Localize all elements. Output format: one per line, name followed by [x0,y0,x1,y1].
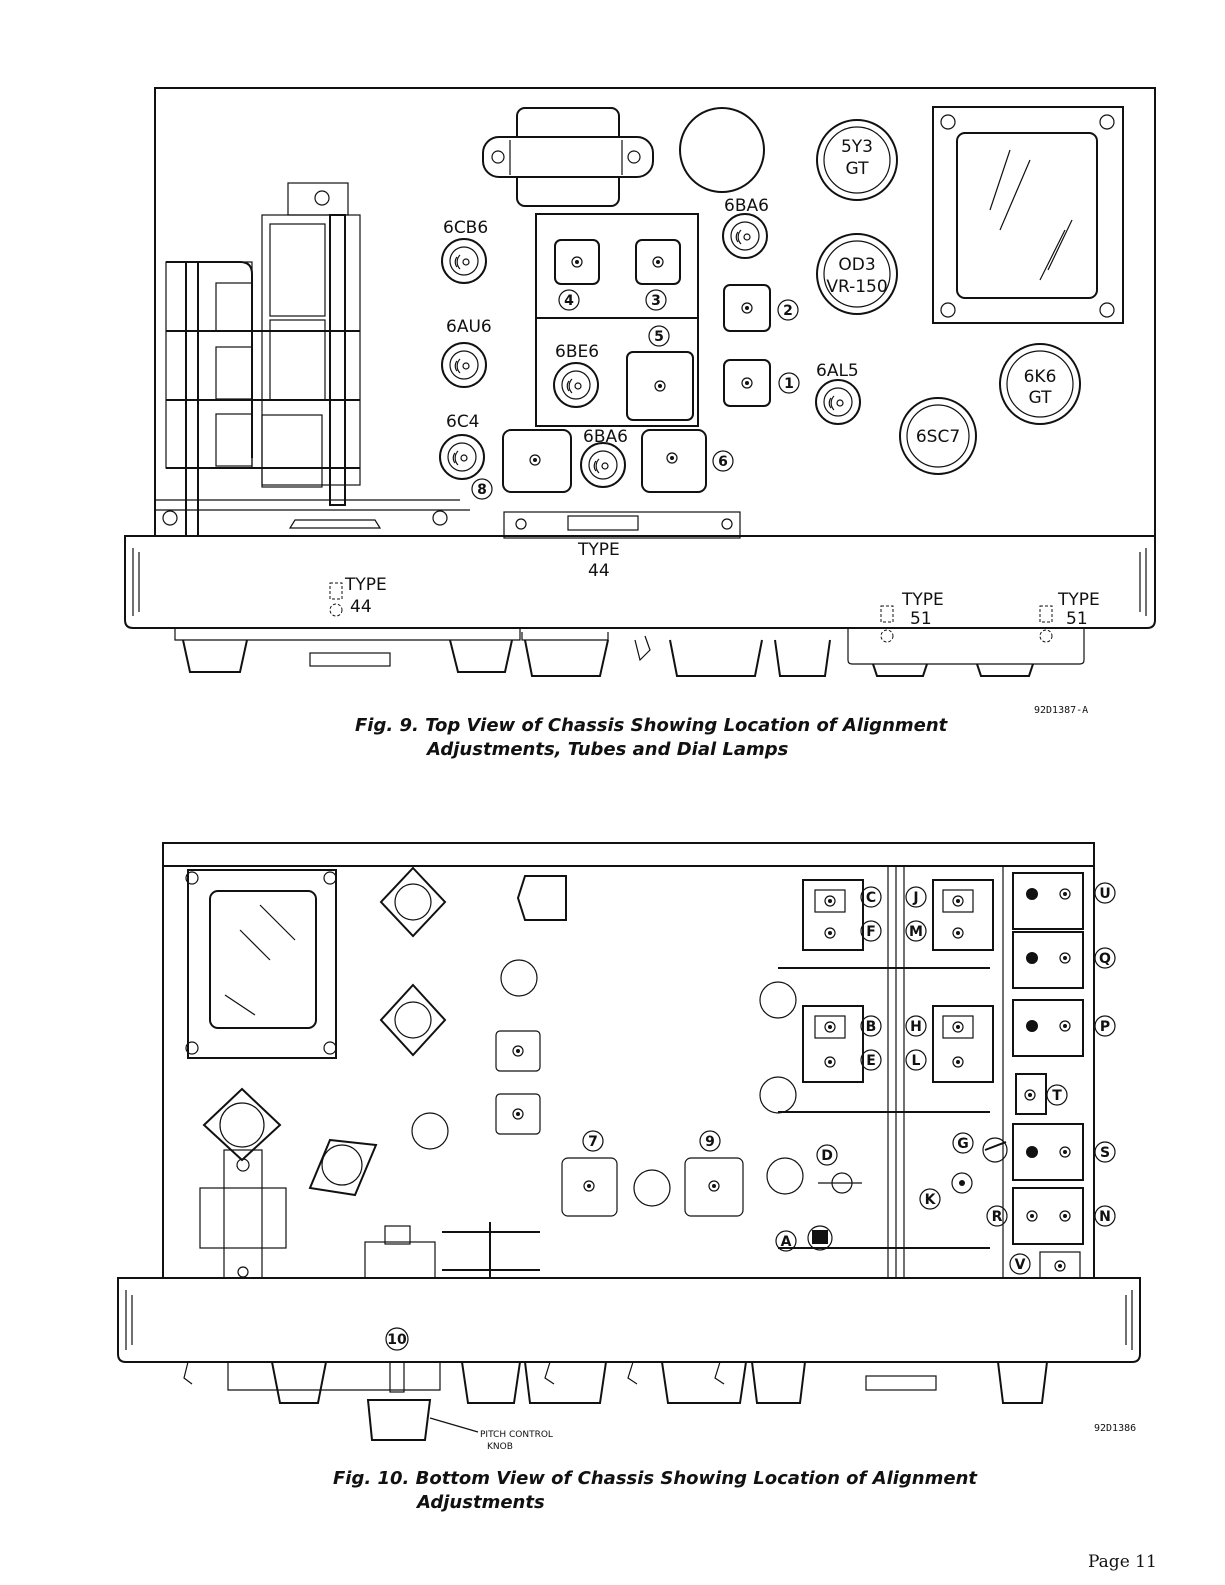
tube-6ba6-upper-icon [722,213,768,259]
tube-6cb6-icon [441,238,487,284]
adjustment-k: K [925,1192,937,1208]
adjustment-t: T [1052,1088,1062,1104]
adjustment-p: P [1100,1019,1110,1035]
label-6ba6-upper: 6BA6 [724,196,769,216]
adjustment-markers-fig9: 4 3 5 2 1 6 8 [471,289,800,500]
adjustment-r: R [992,1209,1003,1225]
adjustment-a: A [781,1234,792,1250]
adjustment-g: G [957,1136,969,1152]
adjustment-4: 4 [564,293,574,309]
adjustment-j: J [912,890,918,906]
page-number: Page 11 [1088,1552,1157,1572]
label-6ba6-lower: 6BA6 [583,427,628,447]
label-6al5: 6AL5 [816,361,859,381]
adjustment-markers-fig10: C F J M U Q B E H L P T D G S K R N A V … [385,882,1116,1351]
label-6be6: 6BE6 [555,342,599,362]
pitch-control-label-2: KNOB [487,1442,513,1452]
adjustment-c: C [866,890,876,906]
tuning-gang [155,182,470,536]
tube-6au6-icon [441,342,487,388]
figure-9-top-view: 6CB6 6BA6 6AU6 6BE6 6AL5 6C4 6BA6 5Y3 GT… [124,87,1156,677]
adjustment-b: B [866,1019,877,1035]
adjustment-1: 1 [784,376,794,392]
dial-lamps: TYPE 44 TYPE 44 TYPE 51 TYPE 51 [329,540,1100,643]
tube-6sc7-icon [899,397,977,475]
label-6cb6: 6CB6 [443,218,488,238]
adjustment-n: N [1099,1209,1111,1225]
tube-sockets-bottom [202,866,804,1217]
power-transformer-bottom [185,869,337,1059]
lamp-left-num: 44 [350,597,372,617]
label-6k6-gt: GT [1029,388,1053,408]
lamp-right1-type: TYPE [901,590,944,610]
label-6k6: 6K6 [1024,367,1057,387]
lamp-left-type: TYPE [344,575,387,595]
adjustment-h: H [910,1019,922,1035]
adjustment-10: 10 [387,1332,407,1348]
label-6au6: 6AU6 [446,317,492,337]
label-5y3: 5Y3 [841,137,873,157]
if-block [502,213,771,539]
adjustment-v: V [1015,1257,1026,1273]
adjustment-8: 8 [477,482,487,498]
figure-9-caption-line2: Adjustments, Tubes and Dial Lamps [427,739,789,760]
lamp-center-num: 44 [588,561,610,581]
figure-9-caption-line1: Fig. 9. Top View of Chassis Showing Loca… [355,715,948,736]
pitch-control-knob [366,1399,432,1441]
adjustment-f: F [866,924,876,940]
lamp-right1-num: 51 [910,609,932,629]
lamp-right2-num: 51 [1066,609,1088,629]
label-od3: OD3 [838,255,875,275]
power-transformer [482,107,654,207]
adjustment-7: 7 [588,1134,598,1150]
front-panel [124,535,1156,629]
tube-6be6-icon [553,362,599,408]
label-6sc7: 6SC7 [916,427,960,447]
lamp-center-type: TYPE [577,540,620,560]
tube-5y3gt-icon [816,119,898,201]
adjustment-q: Q [1099,951,1111,967]
coil-cans [778,866,1084,1279]
lamp-right2-type: TYPE [1057,590,1100,610]
filter-capacitor [679,107,765,193]
knobs-row-bottom [183,1361,1048,1441]
front-panel-bottom [117,1277,1141,1363]
adjustment-s: S [1100,1145,1110,1161]
figure-9-drawing-number: 92D1387-A [1034,705,1089,716]
tube-6k6gt-icon [999,343,1081,425]
tube-6al5-icon [815,379,861,425]
adjustment-d: D [821,1148,833,1164]
adjustment-m: M [909,924,923,940]
label-6c4: 6C4 [446,412,480,432]
choke-bottom [199,1149,540,1279]
tube-6c4-icon [439,434,485,480]
tube-6ba6-lower-icon [580,442,626,488]
knobs-row [174,628,1085,677]
label-5y3-gt: GT [846,159,870,179]
output-transformer [932,106,1124,324]
adjustment-e: E [866,1053,876,1069]
chassis-bottom-outline [162,842,1095,1279]
adjustment-5: 5 [654,329,664,345]
figure-10-bottom-view: PITCH CONTROL KNOB [117,842,1141,1452]
adjustment-3: 3 [651,293,661,309]
figure-10-caption-line2: Adjustments [417,1492,545,1513]
adjustment-6: 6 [718,454,728,470]
pitch-control-label: PITCH CONTROL [480,1430,553,1440]
adjustment-9: 9 [705,1134,715,1150]
adjustment-2: 2 [783,303,793,319]
figure-10-drawing-number: 92D1386 [1094,1423,1137,1434]
adjustment-l: L [912,1053,921,1069]
label-vr150: VR-150 [826,277,887,297]
adjustment-u: U [1099,886,1110,902]
tube-od3-icon [816,233,898,315]
figure-10-caption-line1: Fig. 10. Bottom View of Chassis Showing … [333,1468,977,1489]
